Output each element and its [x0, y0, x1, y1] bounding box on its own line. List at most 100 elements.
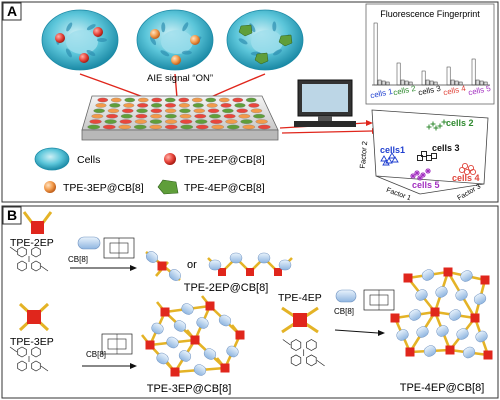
organelle — [97, 38, 107, 42]
benzene-ring — [17, 246, 27, 258]
benzene-ring — [306, 339, 317, 351]
well — [93, 108, 105, 114]
cb8-capsule — [473, 293, 487, 305]
well — [179, 108, 191, 114]
well — [164, 113, 177, 119]
scatter-points — [380, 119, 477, 181]
well — [135, 113, 148, 119]
well — [232, 97, 244, 103]
well — [164, 108, 177, 114]
cb8-capsule — [435, 286, 448, 298]
orange-ball — [150, 29, 160, 39]
well — [107, 108, 120, 114]
tpe-core — [443, 267, 453, 277]
cb8-capsule — [229, 252, 243, 264]
keyboard — [294, 121, 356, 127]
tpe4-core — [293, 313, 307, 327]
legend-cell-icon — [34, 147, 70, 171]
scatter-point — [417, 155, 423, 161]
tpe-core — [390, 313, 400, 323]
well — [242, 124, 256, 130]
well — [205, 97, 217, 103]
well — [123, 103, 135, 108]
scatter-point — [417, 175, 423, 181]
benzene-ring — [306, 354, 317, 367]
scatter-point — [414, 170, 420, 176]
green-crystal — [238, 24, 253, 37]
well — [149, 119, 163, 124]
fingerprint-chart: Fluorescence Fingerprint cells 1 cells 2… — [365, 3, 495, 105]
well — [223, 113, 236, 119]
cb8-structure-3 — [363, 289, 395, 311]
fp-bar — [425, 79, 430, 86]
fp-bar — [396, 62, 401, 86]
well — [104, 119, 117, 124]
scatter-point — [385, 157, 393, 164]
cb8-capsule — [151, 322, 164, 335]
well — [206, 103, 218, 108]
cb8-label-1: CB[8] — [68, 255, 88, 264]
red-ball — [55, 33, 65, 43]
cb8-capsule — [436, 325, 449, 337]
legend-cells: Cells — [77, 154, 100, 166]
tpe3-core — [27, 310, 41, 324]
tpe-core — [403, 273, 413, 283]
cb8-capsule — [408, 309, 422, 321]
well — [250, 108, 263, 114]
cb8-capsule — [208, 259, 222, 271]
well — [150, 113, 163, 119]
well — [178, 97, 190, 103]
tpe-core — [218, 268, 226, 276]
tpe2-core — [31, 221, 44, 234]
cb8-structure-1 — [103, 237, 135, 259]
well — [151, 97, 163, 103]
well — [134, 119, 148, 124]
well — [119, 119, 132, 124]
fp-bar — [475, 79, 480, 86]
cb8-capsule — [196, 317, 209, 329]
well — [151, 103, 163, 108]
tpe-core — [274, 268, 282, 276]
cb8-capsule — [181, 303, 194, 315]
tpe-core — [405, 347, 415, 357]
well — [211, 124, 225, 130]
well — [240, 119, 253, 124]
tpe3-monomer-icon — [18, 302, 50, 332]
panel-b-letter: B — [7, 207, 17, 223]
cb8-capsule — [218, 314, 232, 327]
benzene-ring — [31, 360, 41, 372]
or-label: or — [187, 259, 197, 271]
cb8-capsule — [278, 259, 292, 271]
well-plate-side — [81, 129, 279, 141]
well — [191, 97, 203, 103]
well — [236, 108, 248, 114]
tpe4-product-label: TPE-4EP@CB[8] — [400, 382, 485, 394]
scatter-label-cells-4: cells 4 — [452, 173, 480, 183]
well — [238, 113, 251, 119]
well — [136, 108, 148, 114]
scatter-label-cells-1: cells1 — [380, 145, 405, 155]
organelle — [86, 49, 96, 57]
well — [210, 119, 223, 124]
scatter-point — [437, 123, 443, 129]
vinyl-bond — [40, 365, 49, 372]
benzene-ring — [17, 260, 27, 272]
cb8-capsule — [423, 345, 437, 357]
legend-tpe2: TPE-2EP@CB[8] — [184, 154, 265, 166]
organelle — [272, 21, 277, 32]
benzene-ring — [17, 360, 27, 372]
scatter-point — [410, 173, 416, 179]
well — [149, 124, 163, 130]
vinyl-bond — [9, 246, 18, 253]
scatter-point — [458, 166, 466, 174]
well — [179, 119, 193, 124]
cb8-capsule — [448, 309, 462, 321]
green-crystal — [254, 52, 269, 65]
reaction-arrowhead-3 — [378, 330, 385, 336]
tpe2-product-b — [207, 252, 293, 276]
organelle — [181, 50, 192, 55]
benzene-ring — [31, 260, 41, 272]
scatter-label-cells-5: cells 5 — [412, 180, 440, 190]
scatter-point — [433, 125, 439, 131]
computer-icon — [294, 79, 356, 127]
